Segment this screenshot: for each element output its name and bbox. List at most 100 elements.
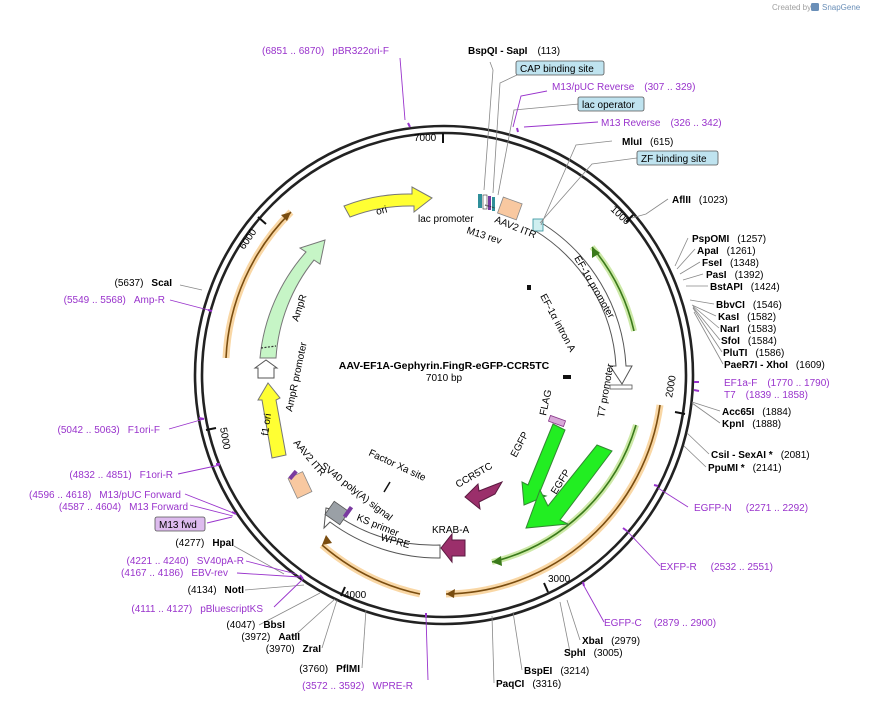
feature-ampr-promoter: AmpR promoter bbox=[284, 341, 310, 413]
primer-m13-puc-forward: (4596 .. 4618)M13/pUC Forward bbox=[29, 490, 181, 501]
ef1a-promoter-feature bbox=[533, 221, 633, 385]
t7-promoter-marker bbox=[609, 384, 633, 390]
feature-f1-ori: f1 ori bbox=[260, 413, 274, 437]
feature-m13-rev: M13 rev bbox=[465, 225, 503, 247]
sv40-polya-feature bbox=[324, 500, 350, 526]
site-paer7i-xhoi: PaeR7I - XhoI(1609) bbox=[724, 360, 825, 371]
feature-egfp-inner: EGFP bbox=[509, 430, 532, 459]
feature-ampr: AmpR bbox=[290, 293, 309, 323]
arrow-head bbox=[492, 556, 502, 566]
tick-2000 bbox=[674, 411, 686, 415]
site-paqci: PaqCI(3316) bbox=[496, 679, 561, 690]
plasmid-name: AAV-EF1A-Gephyrin.FingR-eGFP-CCR5TC bbox=[339, 360, 550, 372]
tick-label-2000: 2000 bbox=[664, 374, 679, 398]
egfp-inner-feature bbox=[521, 423, 566, 506]
m13-fwd-label: M13 fwd bbox=[159, 520, 197, 531]
tick-label-3000: 3000 bbox=[548, 574, 571, 585]
ccr5tc-feature bbox=[464, 481, 504, 511]
tick-5000 bbox=[205, 427, 217, 431]
site-pflmi: (3760)PflMI bbox=[299, 664, 360, 675]
wpre-feature bbox=[323, 507, 441, 559]
tick-label-4000: 4000 bbox=[344, 590, 367, 601]
feature-t7-promoter: T7 promoter bbox=[596, 362, 616, 418]
feature-flag: FLAG bbox=[538, 389, 554, 417]
flag-marker bbox=[547, 414, 567, 428]
zf-binding-site-label: ZF binding site bbox=[641, 154, 707, 165]
zf-binding-site-box bbox=[636, 150, 719, 166]
primer-pbr322ori-f: (6851 .. 6870)pBR322ori-F bbox=[262, 46, 389, 57]
primer-f1ori-r: (4832 .. 4851)F1ori-R bbox=[69, 470, 173, 481]
site-sphi: SphI(3005) bbox=[564, 648, 623, 659]
m13-fwd-box bbox=[154, 516, 206, 532]
site-acc65i: Acc65I(1884) bbox=[722, 407, 791, 418]
lac-operator-label: lac operator bbox=[582, 100, 635, 111]
primer-egfp-c: EGFP-C(2879 .. 2900) bbox=[604, 618, 716, 629]
site-noti: (4134)NotI bbox=[188, 585, 245, 596]
primer-ef1a-f: EF1a-F(1770 .. 1790) bbox=[724, 378, 830, 389]
arrow-head bbox=[592, 247, 600, 258]
cap-binding-site-label: CAP binding site bbox=[520, 64, 594, 75]
primer-t7: T7(1839 .. 1858) bbox=[724, 390, 808, 401]
primer-site-marker bbox=[342, 505, 354, 519]
site-hpai: (4277)HpaI bbox=[175, 538, 234, 549]
tick-3000 bbox=[543, 582, 549, 593]
outer-feature-arcs bbox=[222, 209, 664, 598]
feature-ori: ori bbox=[375, 204, 389, 218]
site-xbai: XbaI(2979) bbox=[582, 636, 640, 647]
site-zrai: (3970)ZraI bbox=[266, 644, 321, 655]
primer-sv40pa-r: (4221 .. 4240)SV40pA-R bbox=[126, 556, 244, 567]
primer-egfp-n: EGFP-N(2271 .. 2292) bbox=[694, 503, 808, 514]
site-bspei: BspEI(3214) bbox=[524, 666, 589, 677]
site-apai: ApaI(1261) bbox=[697, 246, 756, 257]
factor-xa-marker bbox=[383, 481, 391, 493]
intron-marker bbox=[563, 375, 571, 379]
tick-label-7000: 7000 bbox=[414, 133, 437, 144]
site-fsei: FseI(1348) bbox=[702, 258, 759, 269]
site-sfoi: SfoI(1584) bbox=[721, 336, 777, 347]
feature-ccr5tc: CCR5TC bbox=[454, 461, 495, 491]
feature-lac-promoter: lac promoter bbox=[418, 214, 474, 225]
top-small-features bbox=[478, 194, 496, 211]
site-csii-sexai: CsiI - SexAI *(2081) bbox=[711, 450, 810, 461]
primer-pbluescriptks: (4111 .. 4127)pBluescriptKS bbox=[131, 604, 263, 615]
feature-divider bbox=[260, 345, 277, 349]
primer-site-marker bbox=[288, 469, 298, 481]
arrow-head bbox=[446, 589, 455, 598]
primer-m13-reverse: M13 Reverse(326 .. 342) bbox=[601, 118, 722, 129]
aav2-itr-top-feature bbox=[497, 196, 523, 221]
ampr-feature bbox=[259, 239, 326, 359]
site-pasi: PasI(1392) bbox=[706, 270, 763, 281]
site-pspomi: PspOMI(1257) bbox=[692, 234, 766, 245]
primer-leaders bbox=[168, 57, 689, 681]
site-bstapi: BstAPI(1424) bbox=[710, 282, 780, 293]
site-pluti: PluTI(1586) bbox=[723, 348, 784, 359]
site-mlui: MluI(615) bbox=[622, 137, 673, 148]
credit-created-by: Created by bbox=[772, 3, 811, 12]
feature-krab-a: KRAB-A bbox=[432, 525, 470, 536]
site-kasi: KasI(1582) bbox=[718, 312, 776, 323]
primer-m13-puc-reverse: M13/pUC Reverse(307 .. 329) bbox=[552, 82, 695, 93]
feature-ef1a-intron: EF-1α intron A bbox=[537, 292, 577, 354]
snapgene-logo-icon bbox=[811, 3, 819, 11]
primer-wpre-r: (3572 .. 3592)WPRE-R bbox=[302, 681, 413, 692]
site-scai: (5637)ScaI bbox=[115, 278, 173, 289]
f1-ori-feature bbox=[257, 382, 287, 459]
site-bbsi: (4047)BbsI bbox=[226, 620, 285, 631]
intron-marker bbox=[527, 285, 531, 290]
krab-a-feature bbox=[440, 532, 466, 564]
primer-amp-r: (5549 .. 5568)Amp-R bbox=[64, 295, 165, 306]
feature-ef1a-promoter: EF-1α promoter bbox=[571, 254, 616, 321]
egfp-outer-feature bbox=[525, 444, 613, 529]
ori-feature bbox=[343, 186, 433, 218]
site-aatii: (3972)AatII bbox=[241, 632, 300, 643]
site-nari: NarI(1583) bbox=[720, 324, 776, 335]
site-kpni: KpnI(1888) bbox=[722, 419, 781, 430]
tick-1000 bbox=[625, 214, 634, 223]
site-bspqi: BspQI - SapI(113) bbox=[468, 46, 560, 57]
site-ppumi: PpuMI *(2141) bbox=[708, 463, 782, 474]
lac-operator-box bbox=[577, 96, 645, 112]
site-bbvci: BbvCI(1546) bbox=[716, 300, 782, 311]
primer-exfp-r: EXFP-R(2532 .. 2551) bbox=[660, 562, 773, 573]
ampr-promoter-feature bbox=[253, 359, 279, 379]
